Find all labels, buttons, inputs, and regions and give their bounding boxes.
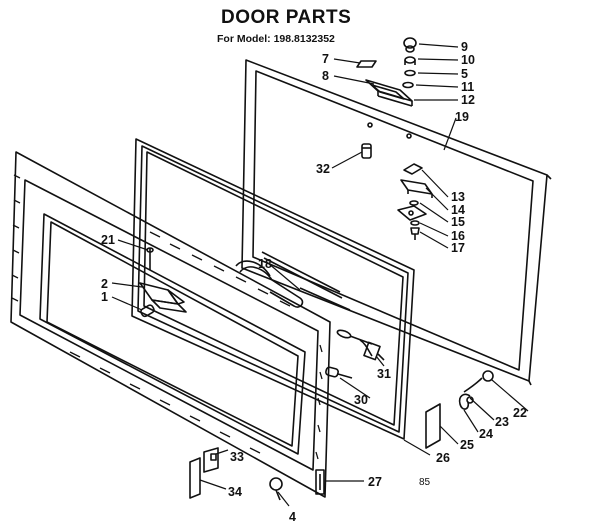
plate-part-34 <box>189 457 201 499</box>
callout-19: 19 <box>455 110 469 124</box>
pin-part-21 <box>146 247 154 270</box>
callout-5: 5 <box>461 67 468 81</box>
callout-7: 7 <box>322 52 329 66</box>
screw-part-4 <box>269 477 283 501</box>
callout-13: 13 <box>451 190 465 204</box>
callout-2: 2 <box>101 277 108 291</box>
callout-4: 4 <box>289 510 296 524</box>
callout-22: 22 <box>513 406 527 420</box>
callout-10: 10 <box>461 53 475 67</box>
callout-labels: 9 10 7 5 8 11 12 19 32 13 14 15 16 17 21… <box>101 40 527 524</box>
callout-16: 16 <box>451 229 465 243</box>
drawing-code: 85 <box>419 477 431 488</box>
callout-30: 30 <box>354 393 368 407</box>
model-number: For Model: 198.8132352 <box>217 33 335 45</box>
inner-door-liner <box>10 151 331 498</box>
plunger-part-32 <box>361 143 372 159</box>
page-title: DOOR PARTS <box>221 7 352 28</box>
latch-assembly-top <box>356 37 417 139</box>
outer-door-frame <box>241 59 552 386</box>
part-30 <box>325 366 353 379</box>
callout-18: 18 <box>258 257 272 271</box>
liner-vent-slots <box>11 174 323 460</box>
hinge-wire-parts <box>458 370 494 410</box>
callout-25: 25 <box>460 438 474 452</box>
callout-21: 21 <box>101 233 115 247</box>
callout-32: 32 <box>316 162 330 176</box>
callout-15: 15 <box>451 215 465 229</box>
leader-lines <box>111 43 529 507</box>
bracket-part-2 <box>139 282 187 313</box>
callout-26: 26 <box>436 451 450 465</box>
callout-9: 9 <box>461 40 468 54</box>
callout-8: 8 <box>322 69 329 83</box>
door-glass-panel <box>131 138 415 440</box>
callout-34: 34 <box>228 485 242 499</box>
callout-27: 27 <box>368 475 382 489</box>
callout-14: 14 <box>451 203 465 217</box>
cable-part-31 <box>336 329 385 361</box>
callout-23: 23 <box>495 415 509 429</box>
spring-part-1 <box>140 304 155 318</box>
callout-24: 24 <box>479 427 493 441</box>
callout-17: 17 <box>451 241 465 255</box>
plate-part-25 <box>425 403 441 449</box>
callout-33: 33 <box>230 450 244 464</box>
hinge-block-33 <box>203 447 219 473</box>
callout-1: 1 <box>101 290 108 304</box>
callout-12: 12 <box>461 93 475 107</box>
callout-11: 11 <box>461 80 474 94</box>
callout-31: 31 <box>377 367 391 381</box>
switch-part-18 <box>235 251 351 311</box>
bracket-part-27 <box>315 469 325 495</box>
